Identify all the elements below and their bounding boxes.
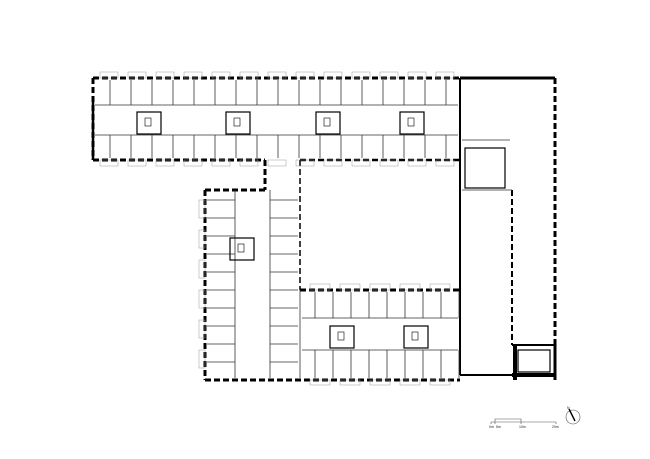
balcony bbox=[369, 283, 391, 291]
balcony bbox=[239, 159, 259, 167]
elevator bbox=[411, 331, 419, 341]
stair-core bbox=[403, 325, 429, 349]
balcony bbox=[239, 71, 259, 79]
balcony bbox=[211, 71, 231, 79]
elevator bbox=[337, 331, 345, 341]
balcony bbox=[155, 71, 175, 79]
balcony bbox=[309, 283, 331, 291]
balcony bbox=[323, 159, 343, 167]
balcony bbox=[295, 71, 315, 79]
balconies bbox=[99, 71, 455, 386]
north-label: N bbox=[567, 406, 570, 410]
stair-cores bbox=[136, 111, 551, 373]
balcony bbox=[435, 71, 455, 79]
elevator bbox=[233, 117, 241, 127]
balcony bbox=[369, 379, 391, 386]
elevator bbox=[144, 117, 152, 127]
balcony bbox=[99, 71, 119, 79]
balcony bbox=[155, 159, 175, 167]
stair-core bbox=[329, 325, 355, 349]
elevator bbox=[407, 117, 415, 127]
balcony bbox=[435, 159, 455, 167]
balcony bbox=[267, 159, 287, 167]
balcony bbox=[399, 379, 421, 386]
balcony bbox=[198, 259, 206, 279]
scale-label-10: 10m bbox=[519, 425, 526, 429]
stair-core bbox=[225, 111, 251, 135]
balcony bbox=[379, 159, 399, 167]
balcony bbox=[379, 71, 399, 79]
elevator bbox=[323, 117, 331, 127]
balcony bbox=[407, 71, 427, 79]
scale-label-5: 5m bbox=[496, 425, 501, 429]
balcony bbox=[183, 71, 203, 79]
elevator bbox=[237, 243, 245, 253]
balcony bbox=[198, 229, 206, 249]
stair-core bbox=[399, 111, 425, 135]
interior-walls bbox=[95, 80, 512, 378]
scale-label-20: 20m bbox=[552, 425, 559, 429]
scale-bar: 0m 5m 10m 20m bbox=[489, 418, 559, 429]
balcony bbox=[295, 159, 315, 167]
balcony bbox=[339, 379, 361, 386]
balcony bbox=[267, 71, 287, 79]
stair-core bbox=[136, 111, 162, 135]
balcony bbox=[127, 71, 147, 79]
balcony bbox=[351, 71, 371, 79]
balcony bbox=[429, 283, 451, 291]
balcony bbox=[407, 159, 427, 167]
balcony bbox=[309, 379, 331, 386]
balcony bbox=[198, 199, 206, 219]
north-arrow-icon: N bbox=[565, 406, 581, 425]
balcony bbox=[339, 283, 361, 291]
balcony bbox=[183, 159, 203, 167]
stair-core bbox=[229, 237, 255, 261]
balcony bbox=[198, 349, 206, 369]
balcony bbox=[198, 289, 206, 309]
stair-core bbox=[464, 147, 506, 189]
stair-core bbox=[517, 349, 551, 373]
balcony bbox=[429, 379, 451, 386]
balcony bbox=[211, 159, 231, 167]
balcony bbox=[127, 159, 147, 167]
balcony bbox=[323, 71, 343, 79]
balcony bbox=[399, 283, 421, 291]
balcony bbox=[198, 319, 206, 339]
stair-core bbox=[315, 111, 341, 135]
balcony bbox=[351, 159, 371, 167]
scale-label-0: 0m bbox=[489, 425, 494, 429]
balcony bbox=[99, 159, 119, 167]
